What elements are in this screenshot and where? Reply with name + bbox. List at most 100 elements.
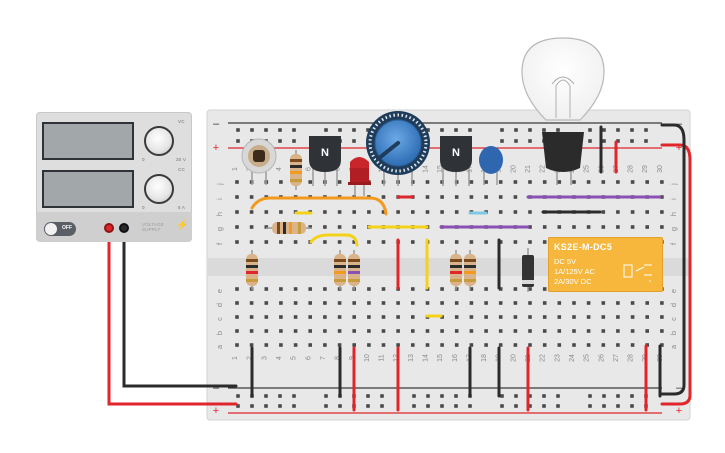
- resistor-top-col5[interactable]: [290, 150, 302, 190]
- breadboard-hole[interactable]: [454, 240, 459, 244]
- breadboard-hole[interactable]: [645, 329, 649, 333]
- breadboard-hole[interactable]: [572, 301, 576, 305]
- breadboard-hole[interactable]: [660, 210, 664, 214]
- breadboard-hole[interactable]: [513, 301, 518, 305]
- breadboard-hole[interactable]: [484, 343, 488, 347]
- red-led[interactable]: [348, 157, 371, 196]
- breadboard-hole[interactable]: [425, 329, 430, 333]
- breadboard-hole[interactable]: [542, 225, 547, 229]
- breadboard-hole[interactable]: [323, 287, 327, 291]
- breadboard-hole[interactable]: [293, 240, 298, 244]
- breadboard-hole[interactable]: [337, 180, 342, 184]
- rail-hole[interactable]: [588, 139, 592, 143]
- rail-hole[interactable]: [454, 404, 458, 408]
- breadboard-hole[interactable]: [308, 301, 312, 305]
- breadboard-hole[interactable]: [235, 287, 239, 291]
- breadboard-hole[interactable]: [293, 315, 298, 319]
- breadboard-hole[interactable]: [601, 315, 606, 319]
- breadboard-hole[interactable]: [557, 315, 562, 319]
- breadboard-hole[interactable]: [557, 329, 562, 333]
- breadboard-hole[interactable]: [308, 315, 312, 319]
- rail-hole[interactable]: [616, 139, 620, 143]
- breadboard-hole[interactable]: [484, 315, 488, 319]
- positive-terminal[interactable]: [104, 223, 114, 233]
- rail-hole[interactable]: [556, 404, 560, 408]
- rail-hole[interactable]: [528, 139, 532, 143]
- breadboard-hole[interactable]: [601, 180, 606, 184]
- breadboard-hole[interactable]: [645, 315, 649, 319]
- rail-hole[interactable]: [542, 394, 546, 398]
- breadboard-hole[interactable]: [498, 329, 503, 333]
- right-black-loop-wire[interactable]: [660, 123, 686, 396]
- rail-hole[interactable]: [292, 404, 296, 408]
- breadboard-hole[interactable]: [440, 195, 444, 199]
- rail-hole[interactable]: [278, 394, 282, 398]
- breadboard-hole[interactable]: [396, 210, 400, 214]
- rail-hole[interactable]: [236, 139, 240, 143]
- breadboard-hole[interactable]: [249, 210, 254, 214]
- potentiometer[interactable]: [366, 111, 430, 186]
- rail-hole[interactable]: [630, 404, 634, 408]
- breadboard-hole[interactable]: [528, 210, 532, 214]
- breadboard-hole[interactable]: [249, 329, 254, 333]
- breadboard-hole[interactable]: [469, 240, 474, 244]
- rail-hole[interactable]: [338, 128, 342, 132]
- rail-hole[interactable]: [454, 394, 458, 398]
- breadboard-hole[interactable]: [249, 315, 254, 319]
- breadboard-hole[interactable]: [542, 301, 547, 305]
- breadboard-hole[interactable]: [454, 329, 459, 333]
- breadboard-hole[interactable]: [630, 329, 635, 333]
- breadboard-hole[interactable]: [308, 329, 312, 333]
- breadboard-hole[interactable]: [528, 287, 532, 291]
- diode[interactable]: [522, 248, 534, 292]
- breadboard-hole[interactable]: [381, 315, 386, 319]
- breadboard-hole[interactable]: [396, 315, 400, 319]
- breadboard-hole[interactable]: [337, 240, 342, 244]
- rail-hole[interactable]: [264, 404, 268, 408]
- breadboard-hole[interactable]: [293, 301, 298, 305]
- breadboard-hole[interactable]: [323, 225, 327, 229]
- breadboard-hole[interactable]: [586, 225, 591, 229]
- breadboard-hole[interactable]: [352, 240, 356, 244]
- breadboard-hole[interactable]: [352, 315, 356, 319]
- breadboard-hole[interactable]: [528, 329, 532, 333]
- breadboard-hole[interactable]: [411, 315, 415, 319]
- rail-hole[interactable]: [324, 394, 328, 398]
- breadboard-hole[interactable]: [528, 301, 532, 305]
- breadboard-hole[interactable]: [352, 329, 356, 333]
- rail-hole[interactable]: [366, 128, 370, 132]
- breadboard-hole[interactable]: [367, 315, 371, 319]
- rail-hole[interactable]: [468, 128, 472, 132]
- breadboard-hole[interactable]: [498, 240, 503, 244]
- breadboard-hole[interactable]: [323, 329, 327, 333]
- breadboard-hole[interactable]: [616, 329, 620, 333]
- breadboard-hole[interactable]: [601, 225, 606, 229]
- breadboard-hole[interactable]: [513, 180, 518, 184]
- breadboard-hole[interactable]: [528, 240, 532, 244]
- breadboard-hole[interactable]: [586, 343, 591, 347]
- breadboard-hole[interactable]: [484, 287, 488, 291]
- breadboard-hole[interactable]: [572, 329, 576, 333]
- breadboard-hole[interactable]: [264, 287, 269, 291]
- breadboard-hole[interactable]: [440, 343, 444, 347]
- breadboard-hole[interactable]: [367, 301, 371, 305]
- rail-hole[interactable]: [514, 128, 518, 132]
- breadboard-hole[interactable]: [381, 287, 386, 291]
- rail-hole[interactable]: [380, 394, 384, 398]
- breadboard-hole[interactable]: [279, 343, 283, 347]
- breadboard-hole[interactable]: [484, 301, 488, 305]
- breadboard-hole[interactable]: [308, 287, 312, 291]
- breadboard-hole[interactable]: [337, 225, 342, 229]
- breadboard-hole[interactable]: [528, 315, 532, 319]
- breadboard-hole[interactable]: [235, 315, 239, 319]
- rail-hole[interactable]: [500, 128, 504, 132]
- breadboard-hole[interactable]: [645, 343, 649, 347]
- rail-hole[interactable]: [602, 128, 606, 132]
- breadboard-hole[interactable]: [279, 180, 283, 184]
- rail-hole[interactable]: [412, 404, 416, 408]
- breadboard-hole[interactable]: [264, 210, 269, 214]
- breadboard-hole[interactable]: [498, 210, 503, 214]
- breadboard-hole[interactable]: [425, 343, 430, 347]
- breadboard-hole[interactable]: [440, 287, 444, 291]
- breadboard-hole[interactable]: [498, 343, 503, 347]
